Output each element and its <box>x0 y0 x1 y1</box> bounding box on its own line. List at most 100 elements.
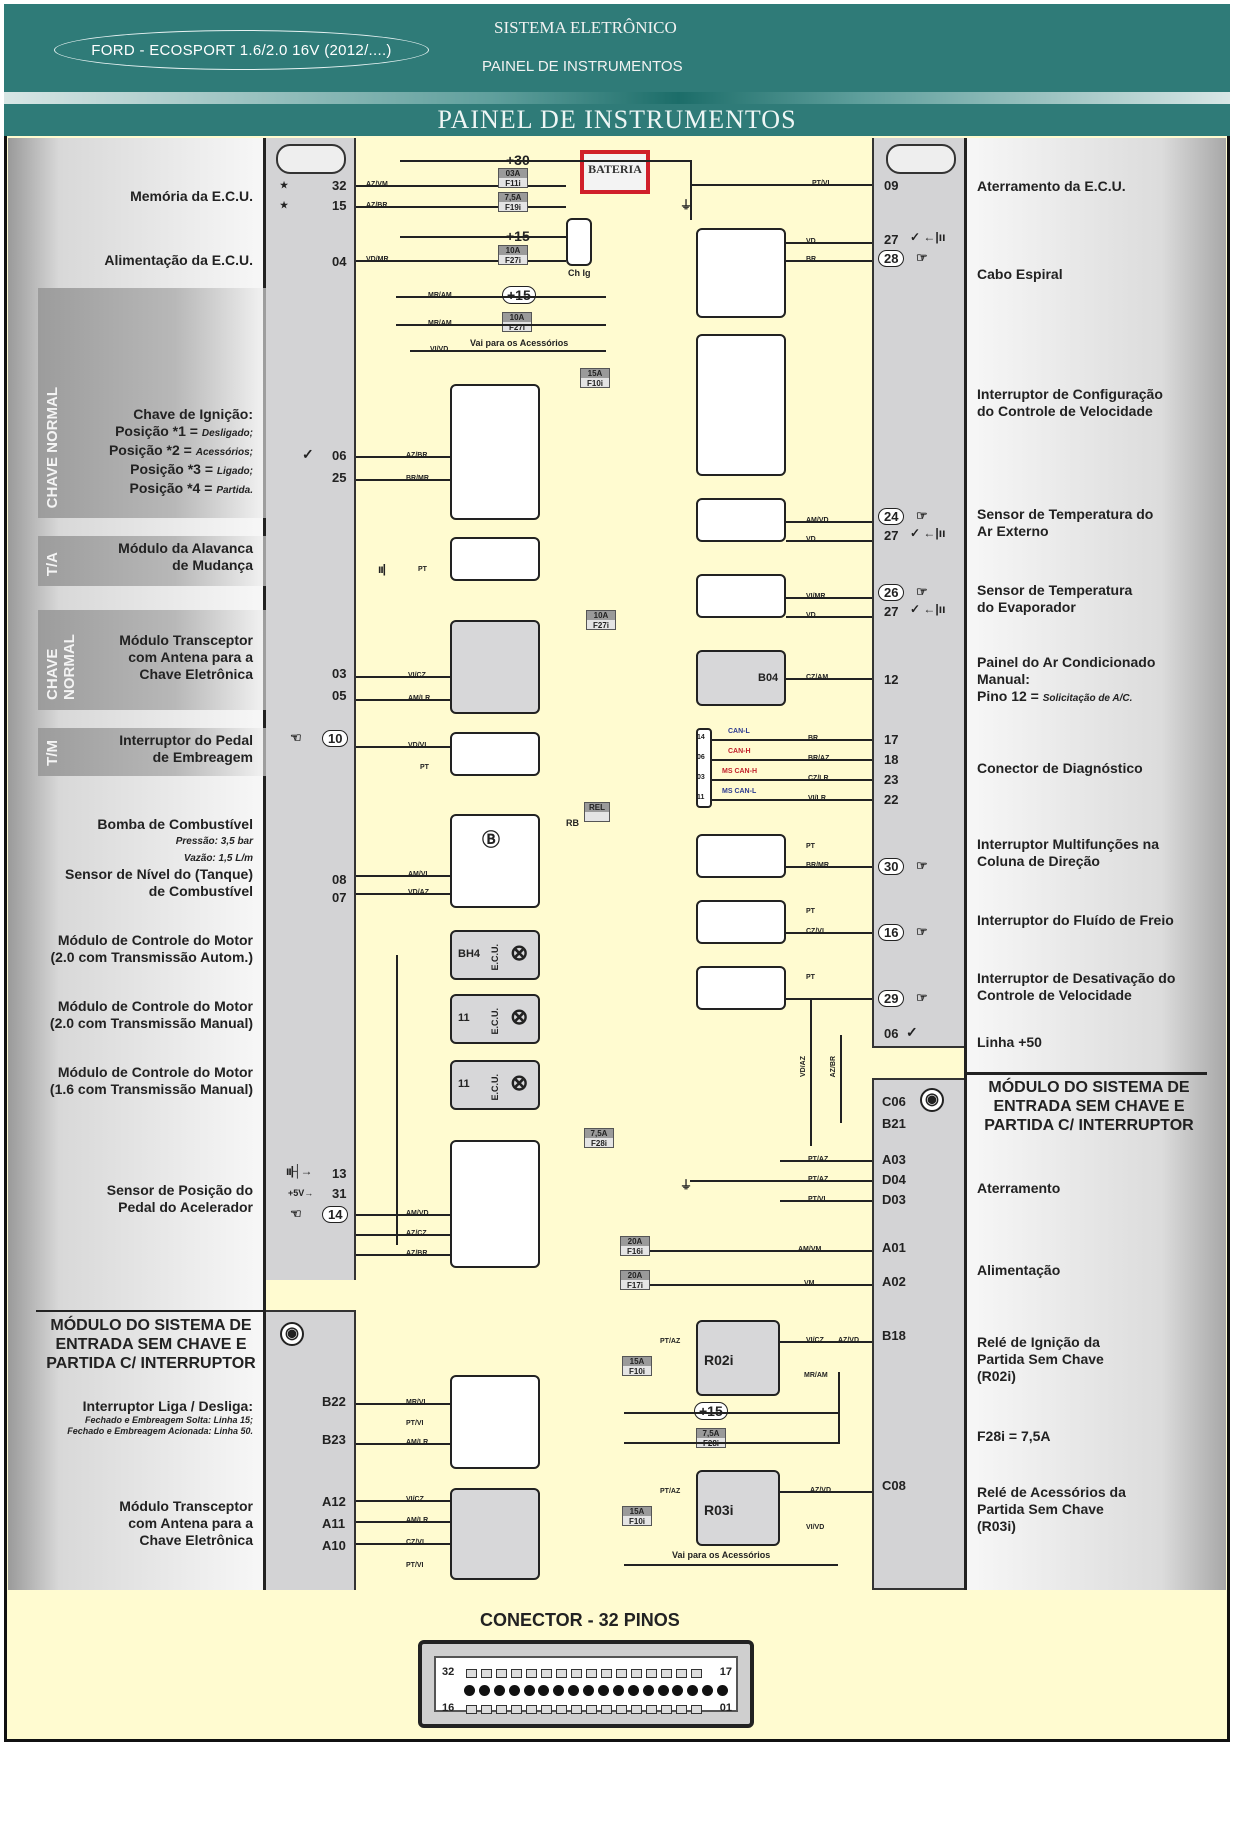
pin-A12[interactable]: A12 <box>322 1494 346 1509</box>
pin-05[interactable]: 05 <box>332 688 347 703</box>
wire-label: PT <box>806 908 815 915</box>
pin-06[interactable]: 06 <box>332 448 347 463</box>
pin-09[interactable]: 09 <box>884 178 899 193</box>
wire-31 <box>356 1234 450 1236</box>
wire-label: PT <box>806 974 815 981</box>
fuse-rating: 15A <box>629 1507 645 1516</box>
pin-15[interactable]: 15 <box>332 198 347 213</box>
pin-18[interactable]: 18 <box>884 752 899 767</box>
pin-08[interactable]: 08 <box>332 872 347 887</box>
fuse-id: F28i <box>590 1139 607 1148</box>
fuse-id: F19i <box>504 203 521 212</box>
r03-line3: (R03i) <box>977 1518 1016 1534</box>
wire-label: PT <box>418 566 427 573</box>
transceptor-module <box>450 620 540 714</box>
pin-23[interactable]: 23 <box>884 772 899 787</box>
bomba-title: Bomba de Combustível <box>97 816 253 832</box>
wire-13 <box>356 1214 450 1216</box>
pin-C06[interactable]: C06 <box>882 1094 906 1109</box>
pin-B22[interactable]: B22 <box>322 1394 346 1409</box>
ecu-module-20-manual: 11 E.C.U. ⊗ <box>450 994 540 1044</box>
pin-17[interactable]: 17 <box>884 732 899 747</box>
wire-22 <box>712 799 872 801</box>
fuse-id: F16i <box>626 1247 643 1256</box>
pin-A11[interactable]: A11 <box>322 1516 346 1531</box>
ground-icon: ⏚ <box>680 1178 692 1192</box>
r03-line1: Relé de Acessórios da <box>977 1484 1126 1500</box>
fuse-rating: 10A <box>509 313 525 322</box>
section-divider <box>36 1310 266 1312</box>
pin-04[interactable]: 04 <box>332 254 347 269</box>
wire-label: CZ/LR <box>808 775 829 782</box>
wire-B18 <box>780 1341 872 1343</box>
pin-B21[interactable]: B21 <box>882 1116 906 1131</box>
wire <box>396 296 606 298</box>
connector-pin <box>631 1705 642 1714</box>
header: FORD - ECOSPORT 1.6/2.0 16V (2012/....) … <box>4 4 1230 92</box>
pin-31[interactable]: 31 <box>332 1186 347 1201</box>
pin-16[interactable]: 16 <box>878 924 905 941</box>
transistor-icon: ⊗ <box>510 1004 529 1029</box>
ac-pin-label: Pino 12 = <box>977 688 1043 704</box>
pin-32[interactable]: 32 <box>332 178 347 193</box>
connector-pin <box>511 1669 522 1678</box>
liga-line2: Fechado e Embreagem Acionada: Linha 50. <box>67 1426 253 1436</box>
transceptor2-line1: Módulo Transceptor <box>119 1498 253 1514</box>
line-plus15-circle: +15 <box>694 1402 728 1420</box>
pin-D04[interactable]: D04 <box>882 1172 906 1187</box>
pin-22[interactable]: 22 <box>884 792 899 807</box>
label-liga-desliga: Interruptor Liga / Desliga: Fechado e Em… <box>67 1398 253 1437</box>
pointing-hand-icon: ☞ <box>916 584 928 599</box>
label-config-velocidade: Interruptor de Configuração do Controle … <box>977 386 1163 420</box>
pin-D03[interactable]: D03 <box>882 1192 906 1207</box>
fuse-id: F10i <box>586 379 603 388</box>
brake-fluid-switch <box>696 900 786 944</box>
pin-12[interactable]: 12 <box>884 672 899 687</box>
pin-B18[interactable]: B18 <box>882 1328 906 1343</box>
fuse-rating: 15A <box>587 369 603 378</box>
pin-27[interactable]: 27 <box>884 232 899 247</box>
pin-03[interactable]: 03 <box>332 666 347 681</box>
connector-pin <box>466 1705 477 1714</box>
pin-A01[interactable]: A01 <box>882 1240 906 1255</box>
pin-27[interactable]: 27 <box>884 604 899 619</box>
ecu-module-20-auto: BH4 E.C.U. ⊗ <box>450 930 540 980</box>
wire-label: AZ/BR <box>830 1056 837 1078</box>
pin-14[interactable]: 14 <box>322 1206 349 1223</box>
wire <box>690 160 692 220</box>
instrument-cluster-icon <box>276 144 346 174</box>
temp-ext-line1: Sensor de Temperatura do <box>977 506 1154 522</box>
pin-28[interactable]: 28 <box>878 250 905 267</box>
desat-line2: Controle de Velocidade <box>977 987 1132 1003</box>
wire-label: AZ/BR <box>366 202 388 209</box>
label-conector-diagnostico: Conector de Diagnóstico <box>977 760 1143 776</box>
pin-A03[interactable]: A03 <box>882 1152 906 1167</box>
pin-A10[interactable]: A10 <box>322 1538 346 1553</box>
connector-pin <box>676 1705 687 1714</box>
pin-27[interactable]: 27 <box>884 528 899 543</box>
wire-label: AZ/VD <box>838 1337 859 1344</box>
pin-07[interactable]: 07 <box>332 890 347 905</box>
pin-25[interactable]: 25 <box>332 470 347 485</box>
pedal-line1: Sensor de Posição do <box>106 1182 253 1198</box>
plus5v-icon: +5V→ <box>288 1188 314 1198</box>
pin-06[interactable]: 06 <box>884 1026 899 1041</box>
pin-C08[interactable]: C08 <box>882 1478 906 1493</box>
pointing-hand-icon: ☞ <box>916 250 928 265</box>
pin-30[interactable]: 30 <box>878 858 905 875</box>
pointing-hand-icon: ☞ <box>916 990 928 1005</box>
pin-24[interactable]: 24 <box>878 508 905 525</box>
pin-10[interactable]: 10 <box>322 730 349 747</box>
ms-can-h-label: MS CAN-H <box>722 768 757 775</box>
right-label-panel: Aterramento da E.C.U. Cabo Espiral Inter… <box>964 138 1226 1590</box>
pin-B23[interactable]: B23 <box>322 1432 346 1447</box>
pin-26[interactable]: 26 <box>878 584 905 601</box>
wire-label: PT/VI <box>812 180 830 187</box>
pin-A02[interactable]: A02 <box>882 1274 906 1289</box>
r02-line1: Relé de Ignição da <box>977 1334 1100 1350</box>
ac-pin-value: Solicitação de A/C. <box>1042 693 1133 704</box>
pin-29[interactable]: 29 <box>878 990 905 1007</box>
wire-26 <box>786 597 872 599</box>
pin-13[interactable]: 13 <box>332 1166 347 1181</box>
label-f28i: F28i = 7,5A <box>977 1428 1051 1444</box>
